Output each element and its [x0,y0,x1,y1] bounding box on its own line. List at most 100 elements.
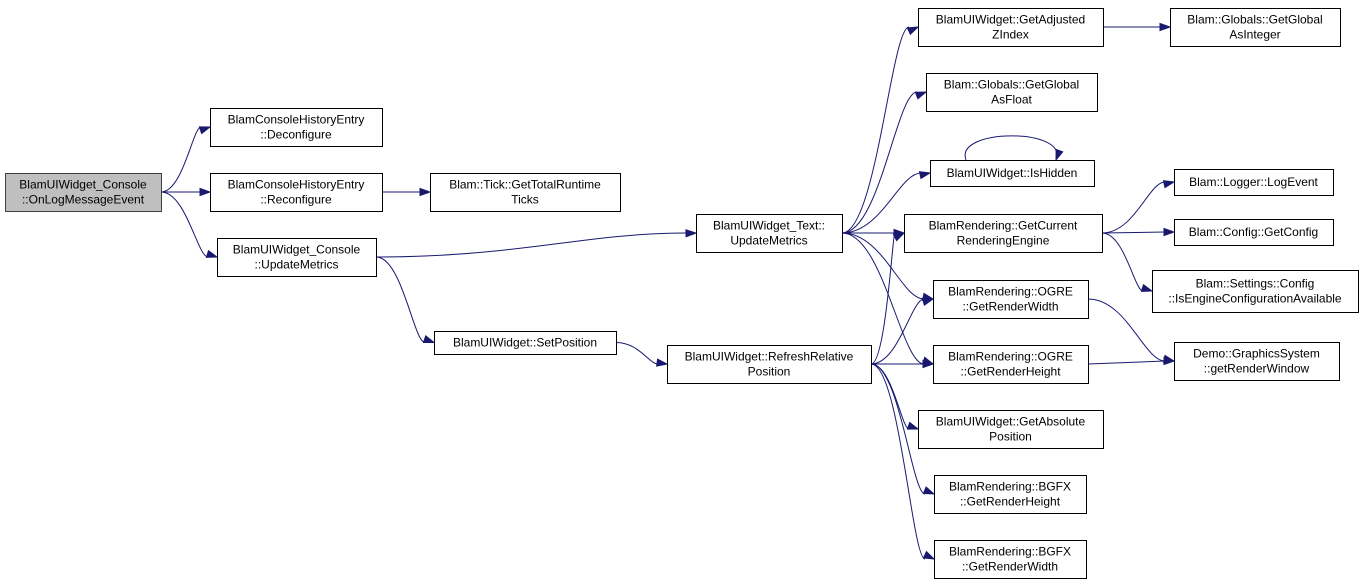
node-che_rec[interactable]: BlamConsoleHistoryEntry::Reconfigure [210,173,383,212]
edge-refresh-to-bgfx_w [870,363,936,560]
node-txt_upd[interactable]: BlamUIWidget_Text::UpdateMetrics [696,214,843,253]
edge-che_rec-to-tick-arrowhead [419,187,432,197]
node-getcfg-label-0: Blam::Config::GetConfig [1189,225,1318,239]
node-refresh-label-1: Position [748,365,791,379]
edge-getcur-to-getcfg [1101,227,1176,237]
node-che_dec-box [210,108,383,147]
edge-getcur-to-isavail-line [1101,232,1144,292]
node-con_upd-label-1: ::UpdateMetrics [254,258,338,272]
node-getabs-label-0: BlamUIWidget::GetAbsolute [936,415,1086,429]
node-renderwin[interactable]: Demo::GraphicsSystem::getRenderWindow [1174,342,1340,381]
node-isavail-label-0: Blam::Settings::Config [1196,277,1315,291]
node-gfloat-label-1: AsFloat [991,93,1032,107]
edge-txt_upd-to-getz [841,26,920,234]
edge-getcur-to-getcfg-line [1101,231,1166,234]
node-isavail-label-1: ::IsEngineConfigurationAvailable [1168,292,1342,306]
node-con_upd-label-0: BlamUIWidget_Console [233,243,361,257]
node-renderwin-box [1174,342,1340,381]
node-root[interactable]: BlamUIWidget_Console::OnLogMessageEvent [5,173,162,212]
node-gfloat-box [926,73,1098,112]
node-ogre_h-label-0: BlamRendering::OGRE [948,350,1073,364]
edge-getcur-to-logevt-line [1101,181,1166,234]
edge-root-to-con_upd-arrowhead [205,249,219,258]
edge-refresh-to-getabs-arrowhead [906,421,920,430]
node-getcur-label-0: BlamRendering::GetCurrent [929,219,1078,233]
edge-getz-to-gint-arrowhead [1159,22,1172,32]
node-ogre_w-label-0: BlamRendering::OGRE [948,285,1073,299]
edge-refresh-to-ogre_w [870,297,935,365]
node-che_dec-label-1: ::Deconfigure [260,128,332,142]
edge-getcur-to-logevt-arrowhead [1162,180,1176,189]
edge-txt_upd-to-getz-line [841,26,910,234]
node-bgfx_h[interactable]: BlamRendering::BGFX::GetRenderHeight [934,475,1087,514]
node-getz-box [918,8,1104,47]
node-tick-box [430,173,621,212]
node-root-label-1: ::OnLogMessageEvent [22,193,145,207]
node-getcfg[interactable]: Blam::Config::GetConfig [1174,219,1334,246]
node-getz-label-0: BlamUIWidget::GetAdjusted [936,13,1085,27]
node-txt_upd-box [696,214,843,253]
node-txt_upd-label-1: UpdateMetrics [730,234,807,248]
edge-getcur-to-logevt [1101,180,1176,234]
node-ogre_w-box [933,280,1089,319]
edge-root-to-che_dec-arrowhead [198,126,212,135]
edge-getcur-to-isavail-arrowhead [1140,283,1154,292]
edge-root-to-con_upd-line [160,191,209,258]
node-getabs-label-1: Position [989,430,1032,444]
node-setpos-box [434,331,617,355]
node-txt_upd-label-0: BlamUIWidget_Text:: [713,219,825,233]
node-setpos-label-0: BlamUIWidget::SetPosition [453,336,597,350]
node-setpos[interactable]: BlamUIWidget::SetPosition [434,331,617,355]
node-bgfx_w[interactable]: BlamRendering::BGFX::GetRenderWidth [934,540,1087,579]
node-bgfx_w-label-1: ::GetRenderWidth [962,560,1058,574]
edges-layer [160,22,1176,560]
edge-che_rec-to-tick [382,187,432,197]
edge-refresh-to-bgfx_h-arrowhead [922,486,936,495]
node-logevt[interactable]: Blam::Logger::LogEvent [1174,169,1334,196]
edge-ogre_h-to-renderwin-line [1087,360,1166,365]
node-hidden[interactable]: BlamUIWidget::IsHidden [930,160,1095,187]
node-ogre_w-label-1: ::GetRenderWidth [962,300,1058,314]
node-ogre_h[interactable]: BlamRendering::OGRE::GetRenderHeight [933,345,1089,384]
node-getcfg-box [1174,219,1334,246]
node-gint-label-0: Blam::Globals::GetGlobal [1187,13,1322,27]
node-bgfx_w-label-0: BlamRendering::BGFX [949,545,1071,559]
node-con_upd[interactable]: BlamUIWidget_Console::UpdateMetrics [217,238,377,277]
edge-root-to-che_rec [161,187,212,197]
node-bgfx_h-label-0: BlamRendering::BGFX [949,480,1071,494]
edge-txt_upd-to-hidden-arrowhead [918,171,932,180]
edge-ogre_w-to-renderwin-line [1087,298,1166,362]
node-ogre_h-box [933,345,1089,384]
edge-ogre_h-to-renderwin-arrowhead [1163,356,1176,366]
edge-txt_upd-to-hidden-line [841,172,922,234]
node-che_dec[interactable]: BlamConsoleHistoryEntry::Deconfigure [210,108,383,147]
node-che_rec-label-1: ::Reconfigure [260,193,332,207]
node-che_rec-label-0: BlamConsoleHistoryEntry [228,178,365,192]
edge-root-to-che_dec [160,126,212,193]
node-isavail[interactable]: Blam::Settings::Config::IsEngineConfigur… [1152,270,1359,313]
edge-getz-to-gint [1103,22,1172,32]
node-ogre_w[interactable]: BlamRendering::OGRE::GetRenderWidth [933,280,1089,319]
edge-con_upd-to-txt_upd [375,229,698,258]
edge-txt_upd-to-getz-arrowhead [906,26,920,36]
edge-refresh-to-ogre_h [871,359,935,369]
edge-con_upd-to-setpos-line [375,256,426,343]
edge-ogre_h-to-renderwin [1087,356,1176,366]
edge-refresh-to-getcur-arrowhead [892,232,906,242]
edge-txt_upd-to-hidden [841,171,932,234]
edge-txt_upd-to-gfloat-line [841,91,918,234]
edge-refresh-to-getcur-line [870,232,896,365]
edge-getcur-to-getcfg-arrowhead [1163,227,1176,237]
node-root-box [5,173,162,212]
edge-setpos-to-refresh-line [615,342,659,365]
node-che_rec-box [210,173,383,212]
edge-root-to-che_rec-arrowhead [199,187,212,197]
